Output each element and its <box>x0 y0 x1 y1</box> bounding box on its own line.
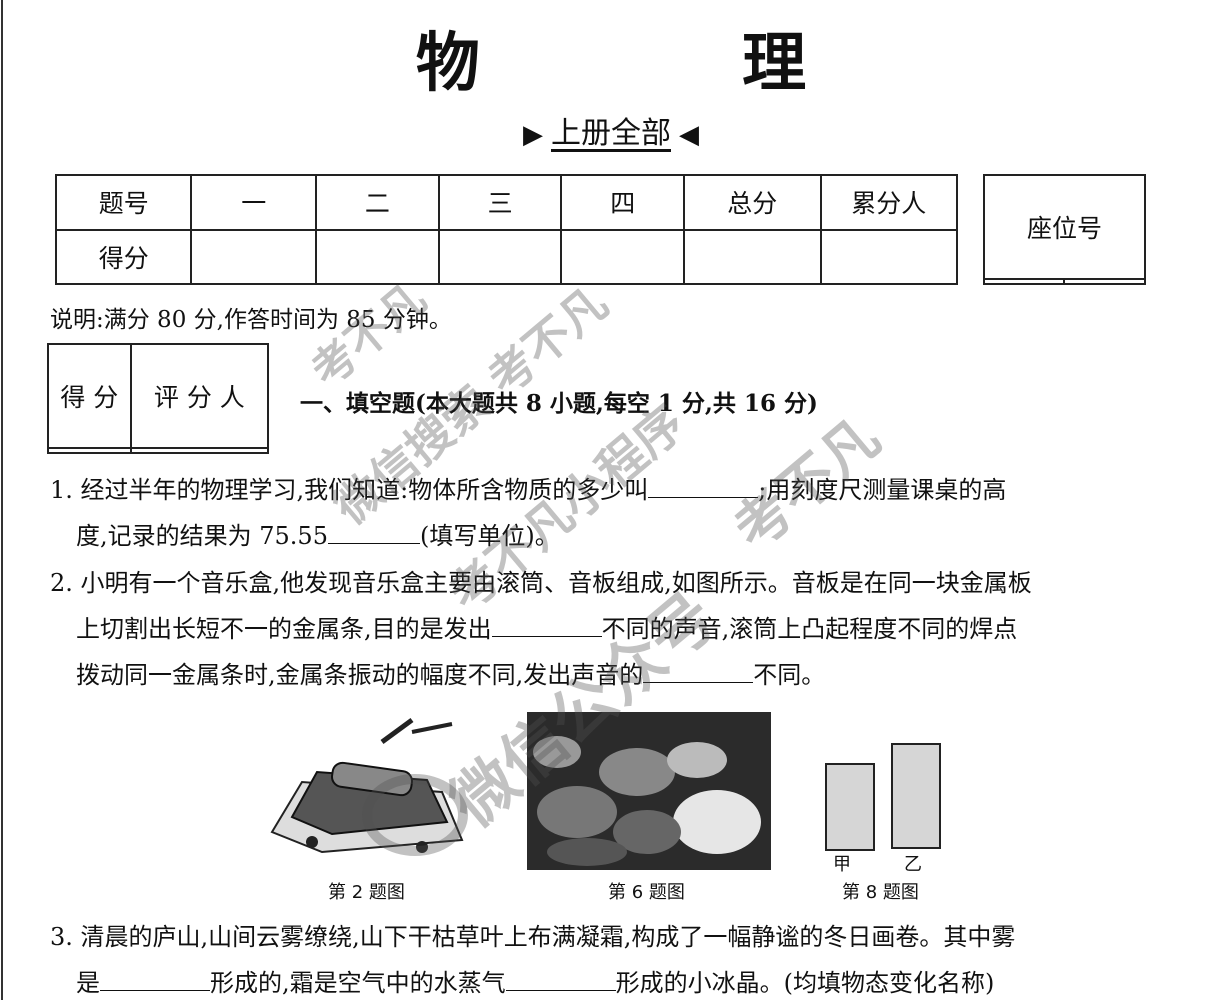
fig6-caption: 第 6 题图 <box>608 882 685 903</box>
frozen-leaves-figure <box>527 712 771 870</box>
score-cell-3[interactable] <box>437 228 563 285</box>
score-table-header-row: 题号 一 二 三 四 总分 累分人 <box>54 174 959 231</box>
answer-blank[interactable] <box>648 469 759 498</box>
answer-blank[interactable] <box>505 962 616 991</box>
question-1-line-1: 1. 经过半年的物理学习,我们知道:物体所含物质的多少叫;用刻度尺测量课桌的高 <box>50 467 1160 513</box>
score-table: 题号 一 二 三 四 总分 累分人 得分 <box>54 174 959 285</box>
question-2-line-1: 2. 小明有一个音乐盒,他发现音乐盒主要由滚筒、音板组成,如图所示。音板是在同一… <box>50 569 1032 597</box>
fig2-caption: 第 2 题图 <box>328 882 405 903</box>
section-title: 一、填空题(本大题共 8 小题,每空 1 分,共 16 分) <box>300 390 818 417</box>
fig8-label-b: 乙 <box>904 854 922 875</box>
grader-name-cell[interactable] <box>129 446 270 455</box>
score-table-cell: 四 <box>560 174 686 231</box>
score-table-cell: 一 <box>190 174 318 231</box>
score-row-label: 得分 <box>54 228 193 285</box>
seat-cell-2[interactable] <box>1063 277 1146 286</box>
music-box-figure <box>270 717 464 854</box>
grader-table: 得 分 评 分 人 <box>47 343 270 455</box>
page-left-edge <box>1 0 3 1000</box>
score-table-cell: 题号 <box>54 174 193 231</box>
seat-label: 座位号 <box>983 174 1146 280</box>
score-cell-total[interactable] <box>683 228 822 285</box>
fig8-label-a: 甲 <box>833 854 851 875</box>
seat-cell-1[interactable] <box>982 277 1066 286</box>
score-cell-tallier[interactable] <box>819 228 959 285</box>
question-3: 3. 清晨的庐山,山间云雾缭绕,山下干枯草叶上布满凝霜,构成了一幅静谧的冬日画卷… <box>50 914 1160 1006</box>
page-title: 物 理 <box>415 27 927 101</box>
grader-score-label: 得 分 <box>47 343 132 449</box>
seat-table: 座位号 <box>982 174 1146 286</box>
question-1-line-2: 度,记录的结果为 75.55(填写单位)。 <box>50 513 1160 559</box>
question-1: 1. 经过半年的物理学习,我们知道:物体所含物质的多少叫;用刻度尺测量课桌的高 … <box>50 467 1160 559</box>
exam-note: 说明:满分 80 分,作答时间为 85 分钟。 <box>50 307 452 333</box>
question-3-line-2: 是形成的,霜是空气中的水蒸气形成的小冰晶。(均填物态变化名称) <box>50 960 1160 1006</box>
answer-blank[interactable] <box>643 654 754 683</box>
score-cell-1[interactable] <box>190 228 318 285</box>
figures-row: 甲 乙 第 2 题图 第 6 题图 第 8 题图 <box>0 712 1222 903</box>
score-table-cell: 总分 <box>683 174 822 231</box>
score-table-cell: 三 <box>437 174 563 231</box>
subtitle-text: 上册全部 <box>551 116 671 151</box>
grader-score-cell[interactable] <box>47 446 132 455</box>
watermark-logo-icon <box>362 774 468 856</box>
paper-strips-figure <box>825 743 941 851</box>
question-2: 2. 小明有一个音乐盒,他发现音乐盒主要由滚筒、音板组成,如图所示。音板是在同一… <box>50 560 1160 698</box>
answer-blank[interactable] <box>100 962 210 991</box>
score-table-cell: 二 <box>315 174 440 231</box>
grader-name-label: 评 分 人 <box>129 343 270 449</box>
score-cell-4[interactable] <box>560 228 686 285</box>
question-3-line-1: 3. 清晨的庐山,山间云雾缭绕,山下干枯草叶上布满凝霜,构成了一幅静谧的冬日画卷… <box>50 923 1016 951</box>
triangle-right-icon: ▶ <box>523 120 543 150</box>
triangle-left-icon: ◀ <box>679 120 699 150</box>
score-cell-2[interactable] <box>315 228 440 285</box>
question-2-line-2: 上切割出长短不一的金属条,目的是发出不同的声音,滚筒上凸起程度不同的焊点 <box>50 606 1160 652</box>
subtitle: ▶ 上册全部 ◀ <box>0 108 1222 152</box>
score-table-cell: 累分人 <box>819 174 959 231</box>
question-2-line-3: 拨动同一金属条时,金属条振动的幅度不同,发出声音的不同。 <box>50 652 1160 698</box>
answer-blank[interactable] <box>327 515 420 544</box>
fig8-caption: 第 8 题图 <box>842 882 919 903</box>
answer-blank[interactable] <box>491 608 602 637</box>
score-table-score-row: 得分 <box>54 228 959 285</box>
